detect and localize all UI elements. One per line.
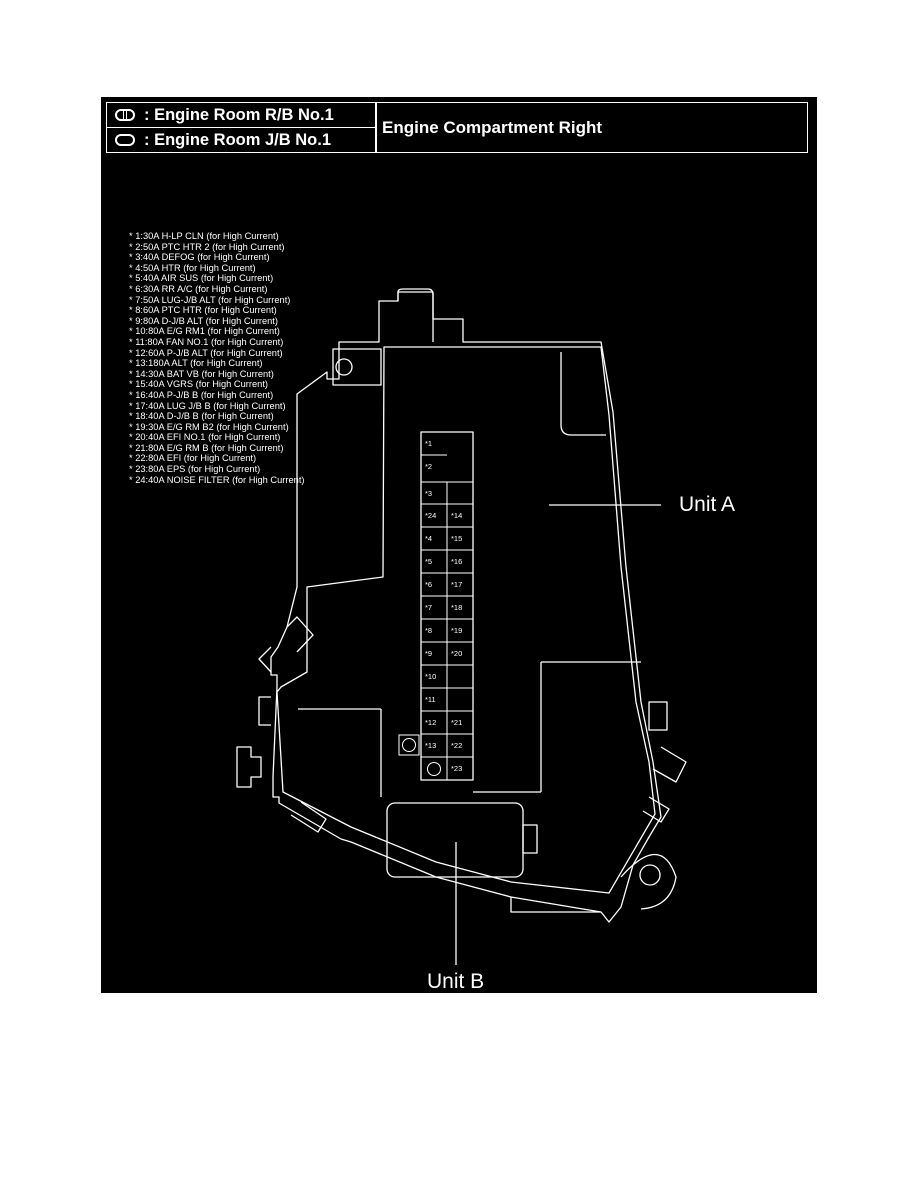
legend-item: * 14:30A BAT VB (for High Current) [129,368,274,379]
fuse-label: *6 [425,580,432,589]
fuse-label: *12 [425,718,436,727]
fuse-location-figure: *1 *2 *3 *24 *4 *5 *6 *7 *8 *9 *10 *11 *12 *13 *14 *15 *… [101,97,817,993]
housing-inner-outline [276,346,656,894]
legend-item: * 20:40A EFI NO.1 (for High Current) [129,432,281,443]
legend-item: * 10:80A E/G RM1 (for High Current) [129,326,280,337]
legend-item: * 21:80A E/G RM B (for High Current) [129,442,284,453]
legend-item: * 6:30A RR A/C (for High Current) [129,283,268,294]
fuse-label: *1 [425,439,432,448]
relay-block-label: : Engine Room R/B No.1 [144,105,334,124]
legend-item: * 15:40A VGRS (for High Current) [129,379,268,390]
fuse-label: *11 [425,695,436,704]
legend-item: * 3:40A DEFOG (for High Current) [129,252,270,263]
legend-item: * 19:30A E/G RM B2 (for High Current) [129,421,289,432]
left-bracket-mid [258,696,271,726]
fuse-label: *20 [451,649,462,658]
fuse-label: *9 [425,649,432,658]
fuse-label: *8 [425,626,432,635]
fuse-labels: *1 *2 *3 *24 *4 *5 *6 *7 *8 *9 *10 *11 *12 *13 *14 *15 *… [425,439,462,773]
left-bracket-upper [258,616,314,673]
legend-item: * 11:80A FAN NO.1 (for High Current) [129,336,284,347]
legend-item: * 16:40A P-J/B B (for High Current) [129,389,274,400]
legend-item: * 22:80A EFI (for High Current) [129,453,257,464]
right-bracket-upper [648,701,668,731]
fuse-label: *17 [451,580,462,589]
junction-block-icon [115,134,135,146]
fuse-label: *23 [451,764,462,773]
legend-item: * 24:40A NOISE FILTER (for High Current) [129,474,305,485]
legend-item: * 9:80A D-J/B ALT (for High Current) [129,315,278,326]
fuse-label: *16 [451,557,462,566]
junction-block-row: : Engine Room J/B No.1 [107,128,375,152]
fuse-label: *24 [425,511,436,520]
unit-b-label: Unit B [427,970,484,993]
fuse-label: *19 [451,626,462,635]
legend-item: * 23:80A EPS (for High Current) [129,464,261,475]
fuse-label: *10 [425,672,436,681]
mounting-ear-bottom-right [620,853,677,910]
relay-block-row: : Engine Room R/B No.1 [107,103,375,128]
right-bracket-mid [652,746,687,783]
legend-item: * 2:50A PTC HTR 2 (for High Current) [129,241,285,252]
legend-item: * 12:60A P-J/B ALT (for High Current) [129,347,283,358]
location-title: Engine Compartment Right [382,117,603,137]
right-bracket-low [642,796,670,823]
fuse-label: *4 [425,534,432,543]
mounting-ear-top-left [332,348,382,386]
legend-item: * 13:180A ALT (for High Current) [129,358,263,369]
housing-outline [270,291,662,923]
fuse-label: *13 [425,741,436,750]
unit-a-label: Unit A [679,493,735,516]
fuse-label: *18 [451,603,462,612]
fuse-legend: * 1:30A H-LP CLN (for High Current)* 2:5… [129,231,305,485]
upper-right-cutout [560,352,606,436]
left-bracket-low [236,746,262,788]
fuse-box-diagram: *1 *2 *3 *24 *4 *5 *6 *7 *8 *9 *10 *11 *12 *13 *14 *15 *… [236,288,735,993]
header-table: : Engine Room R/B No.1 : Engine Room J/B… [106,102,808,153]
mounting-hole-bottom-right [639,864,661,886]
top-tab [397,288,434,342]
legend-item: * 4:50A HTR (for High Current) [129,262,256,273]
fuse-label: *3 [425,489,432,498]
junction-block-label: : Engine Room J/B No.1 [144,130,332,149]
header-divider [375,103,377,152]
legend-item: * 8:60A PTC HTR (for High Current) [129,305,277,316]
fuse-label: *22 [451,741,462,750]
legend-item: * 18:40A D-J/B B (for High Current) [129,411,274,422]
legend-item: * 1:30A H-LP CLN (for High Current) [129,231,279,241]
fuse-label: *7 [425,603,432,612]
mounting-hole-top-left [335,358,353,376]
fuse-label: *21 [451,718,462,727]
fuse-label: *15 [451,534,462,543]
fuse-label: *2 [425,462,432,471]
relay-block-icon [115,109,135,121]
legend-item: * 7:50A LUG-J/B ALT (for High Current) [129,294,291,305]
legend-item: * 17:40A LUG J/B B (for High Current) [129,400,286,411]
fuse-label: *5 [425,557,432,566]
legend-item: * 5:40A AIR SUS (for High Current) [129,273,274,284]
fuse-label: *14 [451,511,462,520]
bottom-skirt [510,897,601,913]
left-bracket-bottom [290,801,327,833]
